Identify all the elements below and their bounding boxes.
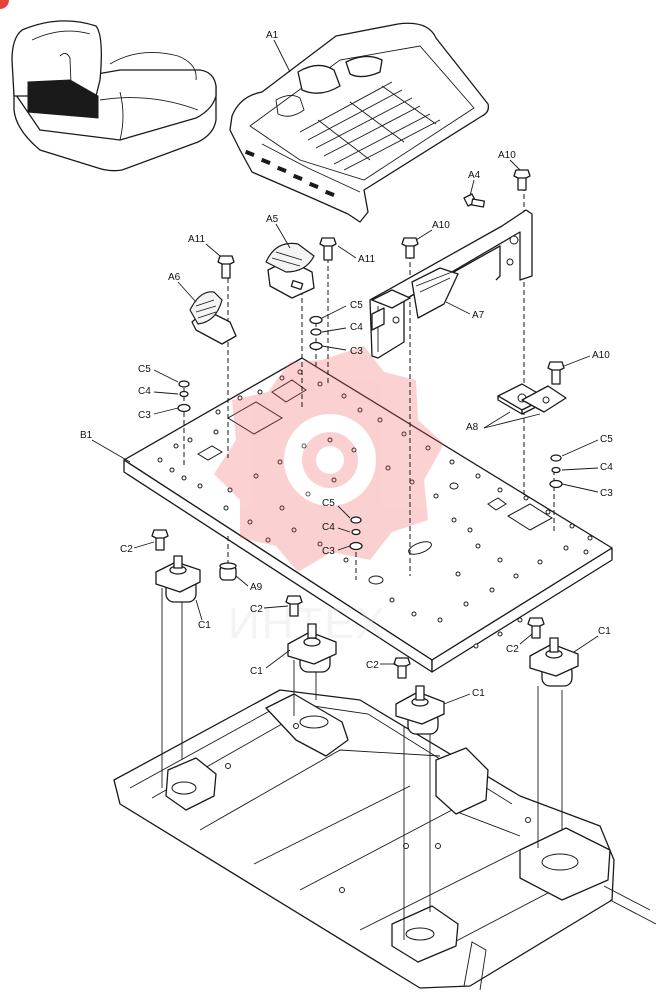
part-a8-plates: A8 <box>466 383 567 433</box>
washer-stack-right: C5 C4 C3 <box>549 434 613 499</box>
label-c4-center: C4 <box>322 522 335 533</box>
label-c1-mid: C1 <box>472 688 485 699</box>
label-c4-top: C4 <box>350 322 363 333</box>
label-c1-left: C1 <box>198 620 211 631</box>
label-a11-right: A11 <box>358 254 375 265</box>
label-a1: A1 <box>266 30 279 41</box>
part-a6-pedal: A6 <box>168 272 237 345</box>
label-a9: A9 <box>250 582 263 593</box>
part-c2-bolt-left: C2 <box>120 529 169 555</box>
part-a11-bolt-right: A11 <box>319 237 375 265</box>
label-c5-top: C5 <box>350 300 363 311</box>
part-a7-bracket: A7 <box>369 209 533 359</box>
label-a7: A7 <box>472 310 485 321</box>
label-a11-left: A11 <box>188 234 205 245</box>
label-c2-center: C2 <box>250 604 263 615</box>
label-a10-mid: A10 <box>432 220 450 231</box>
label-a4: A4 <box>468 170 481 181</box>
part-b1-floor-plate: B1 <box>80 357 613 673</box>
part-c2-bolt-right: C2 <box>506 617 545 655</box>
part-c2-bolt-center: C2 <box>250 595 303 617</box>
part-a9-spacer: A9 <box>219 562 263 593</box>
part-a10-bolt-mid: A10 <box>401 220 450 259</box>
label-c2-mid: C2 <box>366 660 379 671</box>
label-a5: A5 <box>266 214 279 225</box>
part-c1-mount-right: C1 <box>529 626 611 687</box>
label-c4-right: C4 <box>600 462 613 473</box>
washer-stack-left: C5 C4 C3 <box>138 364 191 421</box>
label-c5-left: C5 <box>138 364 151 375</box>
label-c3-left: C3 <box>138 410 151 421</box>
label-a10-right: A10 <box>592 350 610 361</box>
watermark-logo: ИНТЕХ <box>214 346 444 648</box>
label-c2-right: C2 <box>506 644 519 655</box>
assembly-guide-lines <box>161 186 563 940</box>
label-c2-left: C2 <box>120 544 133 555</box>
part-c2-bolt-mid: C2 <box>366 657 411 679</box>
seat-thumbnail <box>11 20 217 172</box>
label-a10-top: A10 <box>498 150 516 161</box>
label-c3-right: C3 <box>600 488 613 499</box>
corner-badge <box>0 0 9 9</box>
washer-stack-center: C5 C4 C3 <box>322 498 363 557</box>
part-c1-mount-center: C1 <box>250 623 337 677</box>
label-c3-top: C3 <box>350 346 363 357</box>
part-a10-bolt-right: A10 <box>547 350 610 385</box>
label-c4-left: C4 <box>138 386 151 397</box>
label-b1: B1 <box>80 430 93 441</box>
part-a4-bolt: A4 <box>463 170 486 208</box>
label-c1-center: C1 <box>250 666 263 677</box>
label-c3-center: C3 <box>322 546 335 557</box>
label-a8: A8 <box>466 422 479 433</box>
washer-stack-top: C5 C4 C3 <box>309 300 363 357</box>
part-a5-pedal: A5 <box>265 214 315 299</box>
label-a6: A6 <box>168 272 181 283</box>
part-a10-bolt-top: A10 <box>498 150 531 191</box>
part-a1-floor-mat: A1 <box>229 22 490 223</box>
label-c5-right: C5 <box>600 434 613 445</box>
part-c1-mount-mid: C1 <box>395 685 485 735</box>
part-a11-bolt-left: A11 <box>188 234 235 279</box>
part-c1-mount-left: C1 <box>155 555 211 631</box>
vehicle-frame <box>113 689 656 991</box>
label-c1-right: C1 <box>598 626 611 637</box>
label-c5-center: C5 <box>322 498 335 509</box>
